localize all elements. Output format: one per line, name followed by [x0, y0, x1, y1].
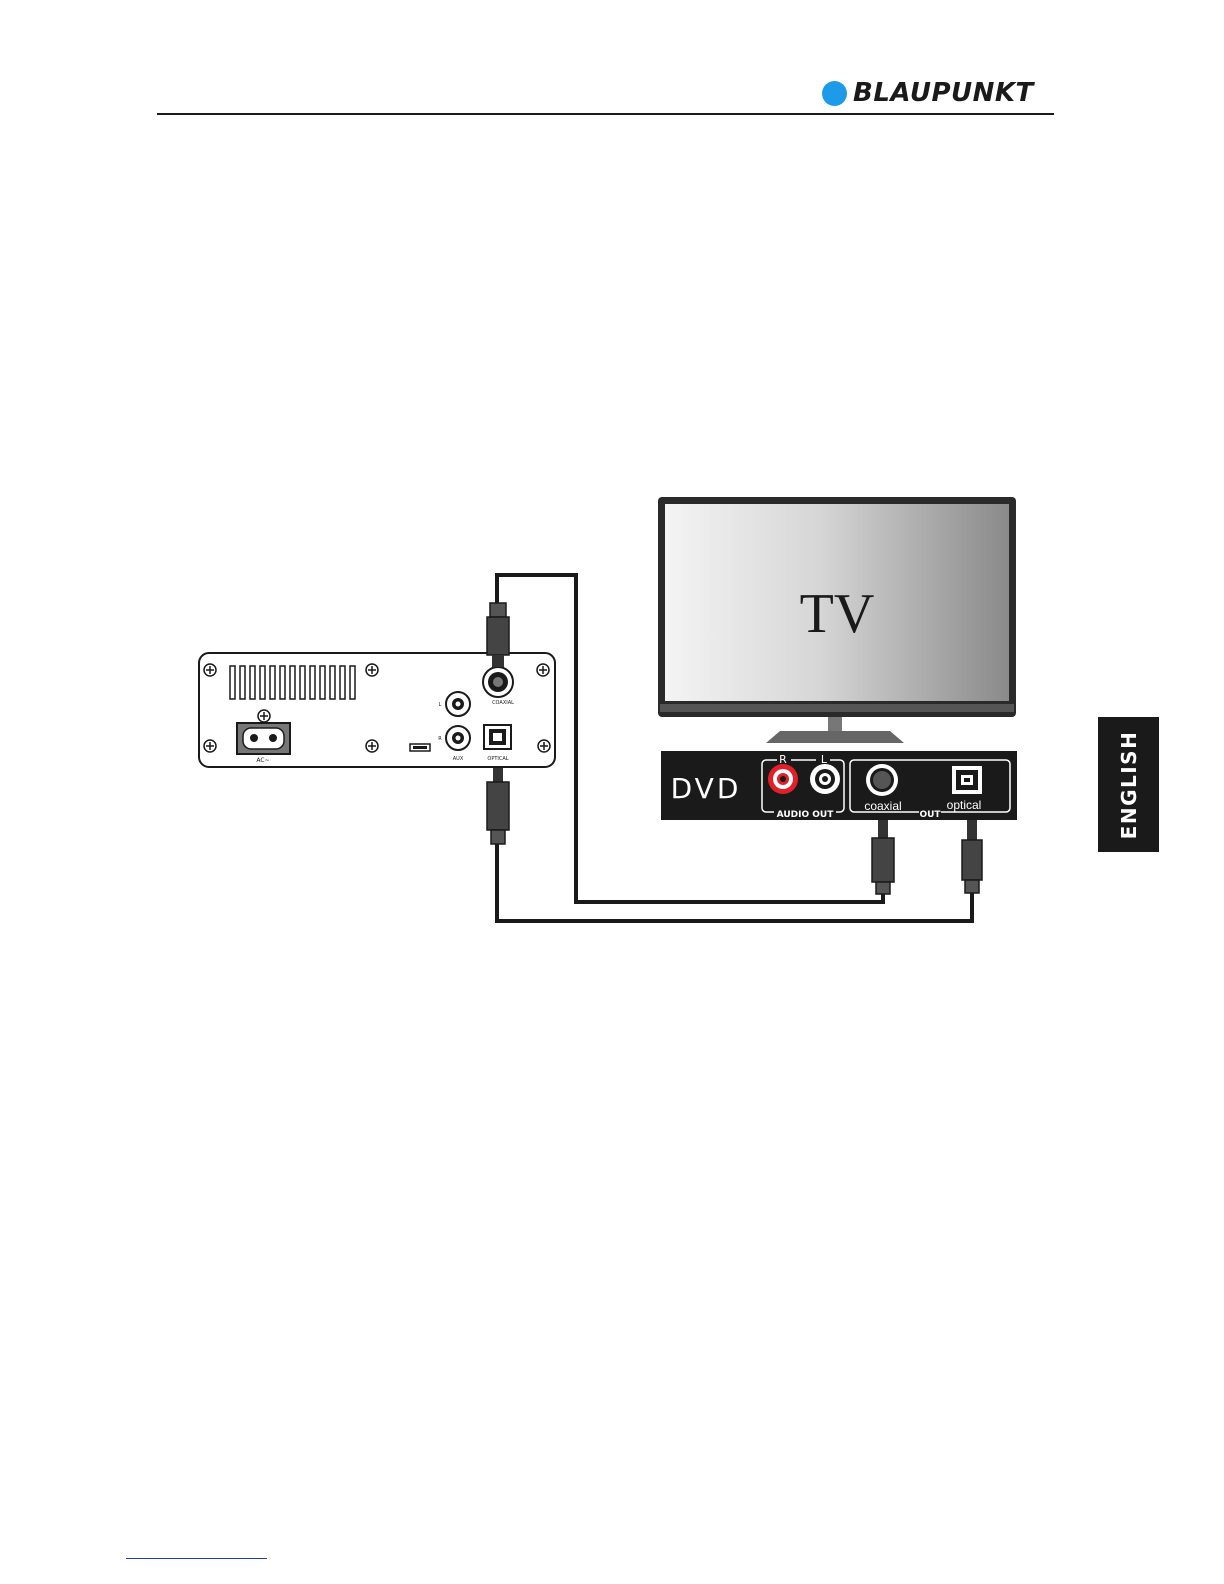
rca-white-jack — [810, 764, 840, 794]
panel-coaxial-jack — [483, 667, 513, 697]
optical-cable — [497, 843, 972, 921]
dvd-label: DVD — [671, 772, 742, 805]
screw-icon — [366, 664, 378, 676]
tv-stand-neck — [828, 717, 842, 731]
footer-rule — [126, 1558, 267, 1559]
digital-out-label: OUT — [919, 810, 941, 820]
audio-out-label: AUDIO OUT — [777, 810, 835, 820]
dvd-coaxial-label: coaxial — [864, 799, 901, 813]
aux-l-jack — [446, 692, 470, 716]
aux-r-jack — [446, 726, 470, 750]
language-tab: ENGLISH — [1098, 717, 1159, 852]
screw-icon — [204, 740, 216, 752]
tv-label: TV — [800, 583, 875, 645]
screw-icon — [258, 710, 270, 722]
optical-plug-dvd — [962, 820, 982, 893]
speaker-rear-panel: AC~ L R AUX COAXIAL OPTICA — [199, 653, 555, 767]
aux-l-label: L — [439, 702, 442, 708]
screw-icon — [538, 740, 550, 752]
rca-red-jack — [768, 764, 798, 794]
aux-r-label: R — [438, 736, 442, 742]
ac-label: AC~ — [256, 757, 269, 764]
coaxial-plug-dvd — [872, 820, 894, 894]
dvd-coaxial-jack — [866, 764, 898, 796]
ac-power-inlet — [237, 723, 290, 754]
aux-label: AUX — [453, 756, 464, 762]
dvd-optical-label: optical — [947, 798, 982, 812]
screw-icon — [204, 664, 216, 676]
language-tab-label: ENGLISH — [1117, 730, 1141, 839]
dvd-optical-jack — [952, 766, 982, 794]
panel-optical-label: OPTICAL — [487, 756, 508, 762]
tv-set: TV — [658, 497, 1016, 743]
dvd-player: DVD R L AUDIO OUT coaxial — [661, 751, 1017, 820]
tv-bottom-bar — [660, 704, 1014, 712]
tv-stand-base — [766, 731, 904, 743]
panel-coaxial-label: COAXIAL — [492, 700, 514, 706]
optical-plug-bottom — [487, 768, 509, 844]
panel-optical-jack — [484, 725, 511, 749]
screw-icon — [537, 664, 549, 676]
screw-icon — [366, 740, 378, 752]
